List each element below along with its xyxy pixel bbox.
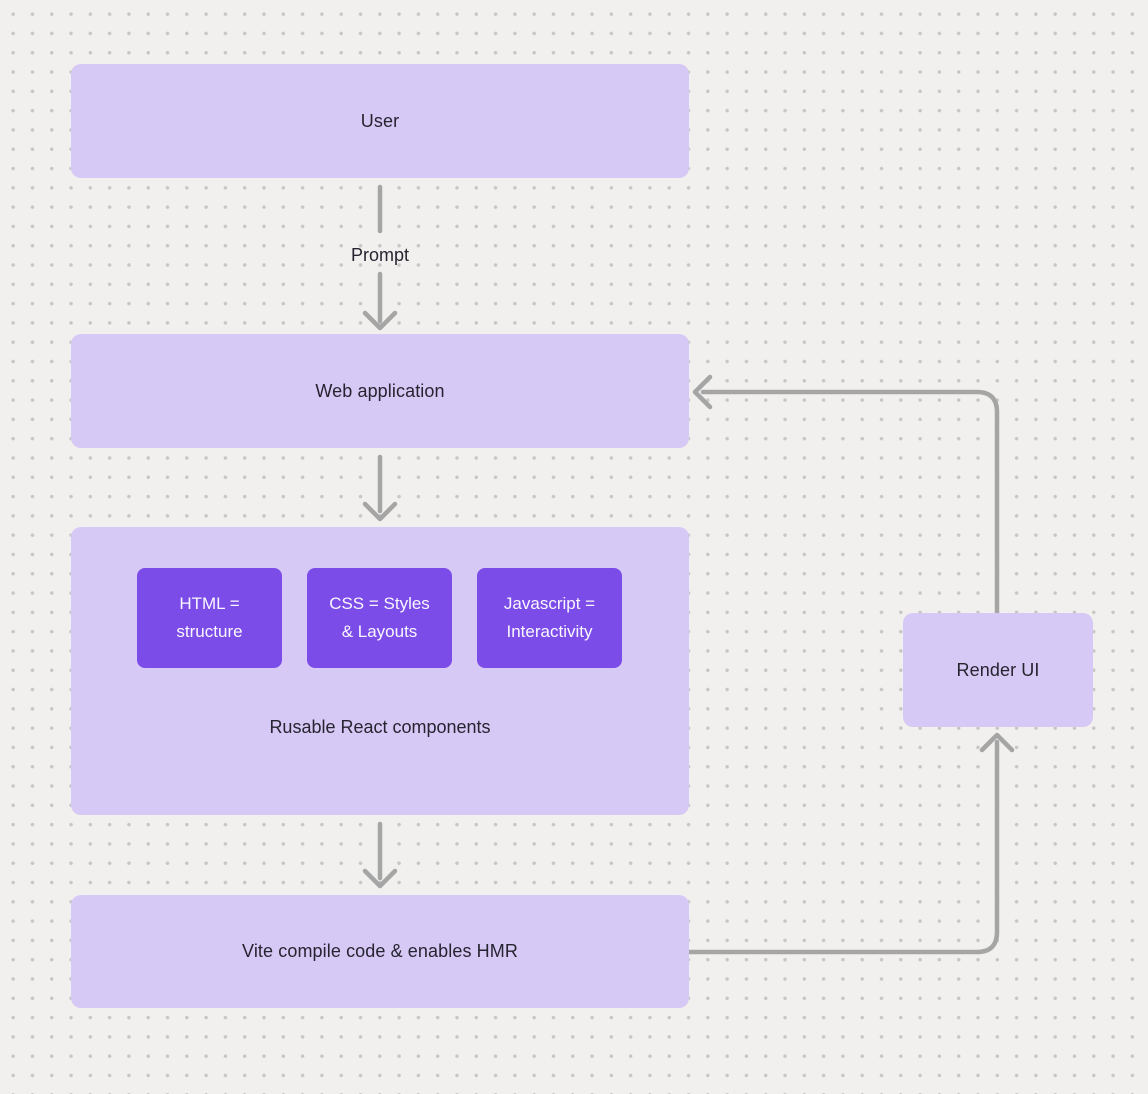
node-vite: Vite compile code & enables HMR xyxy=(71,895,689,1008)
arrow-down-icon xyxy=(362,501,398,522)
components-group-label-wrap: Rusable React components xyxy=(71,717,689,738)
node-components-group: HTML = structure CSS = Styles & Layouts … xyxy=(71,527,689,815)
edge-renderui-to-webapp-line xyxy=(700,389,1000,616)
prompt-label-text: Prompt xyxy=(350,245,410,265)
edge-label-prompt: Prompt xyxy=(71,245,689,266)
node-user: User xyxy=(71,64,689,178)
node-render-ui: Render UI xyxy=(903,613,1093,727)
node-chip-javascript: Javascript = Interactivity xyxy=(477,568,622,668)
arrow-down-icon xyxy=(362,310,398,331)
arrow-down-icon xyxy=(362,868,398,889)
arrow-up-icon xyxy=(979,732,1015,753)
node-vite-label: Vite compile code & enables HMR xyxy=(242,941,518,961)
node-web-application-label: Web application xyxy=(315,380,445,401)
arrow-left-icon xyxy=(692,374,713,410)
node-chip-css: CSS = Styles & Layouts xyxy=(307,568,452,668)
chip-javascript-label: Javascript = Interactivity xyxy=(503,594,596,641)
node-chip-html: HTML = structure xyxy=(137,568,282,668)
node-user-label: User xyxy=(360,110,400,131)
components-group-label: Rusable React components xyxy=(269,717,491,737)
chip-html-label: HTML = structure xyxy=(176,594,243,641)
edge-vite-to-renderui-line xyxy=(687,739,1000,955)
node-render-ui-label: Render UI xyxy=(956,659,1040,680)
node-web-application: Web application xyxy=(71,334,689,448)
chip-css-label: CSS = Styles & Layouts xyxy=(329,594,430,641)
